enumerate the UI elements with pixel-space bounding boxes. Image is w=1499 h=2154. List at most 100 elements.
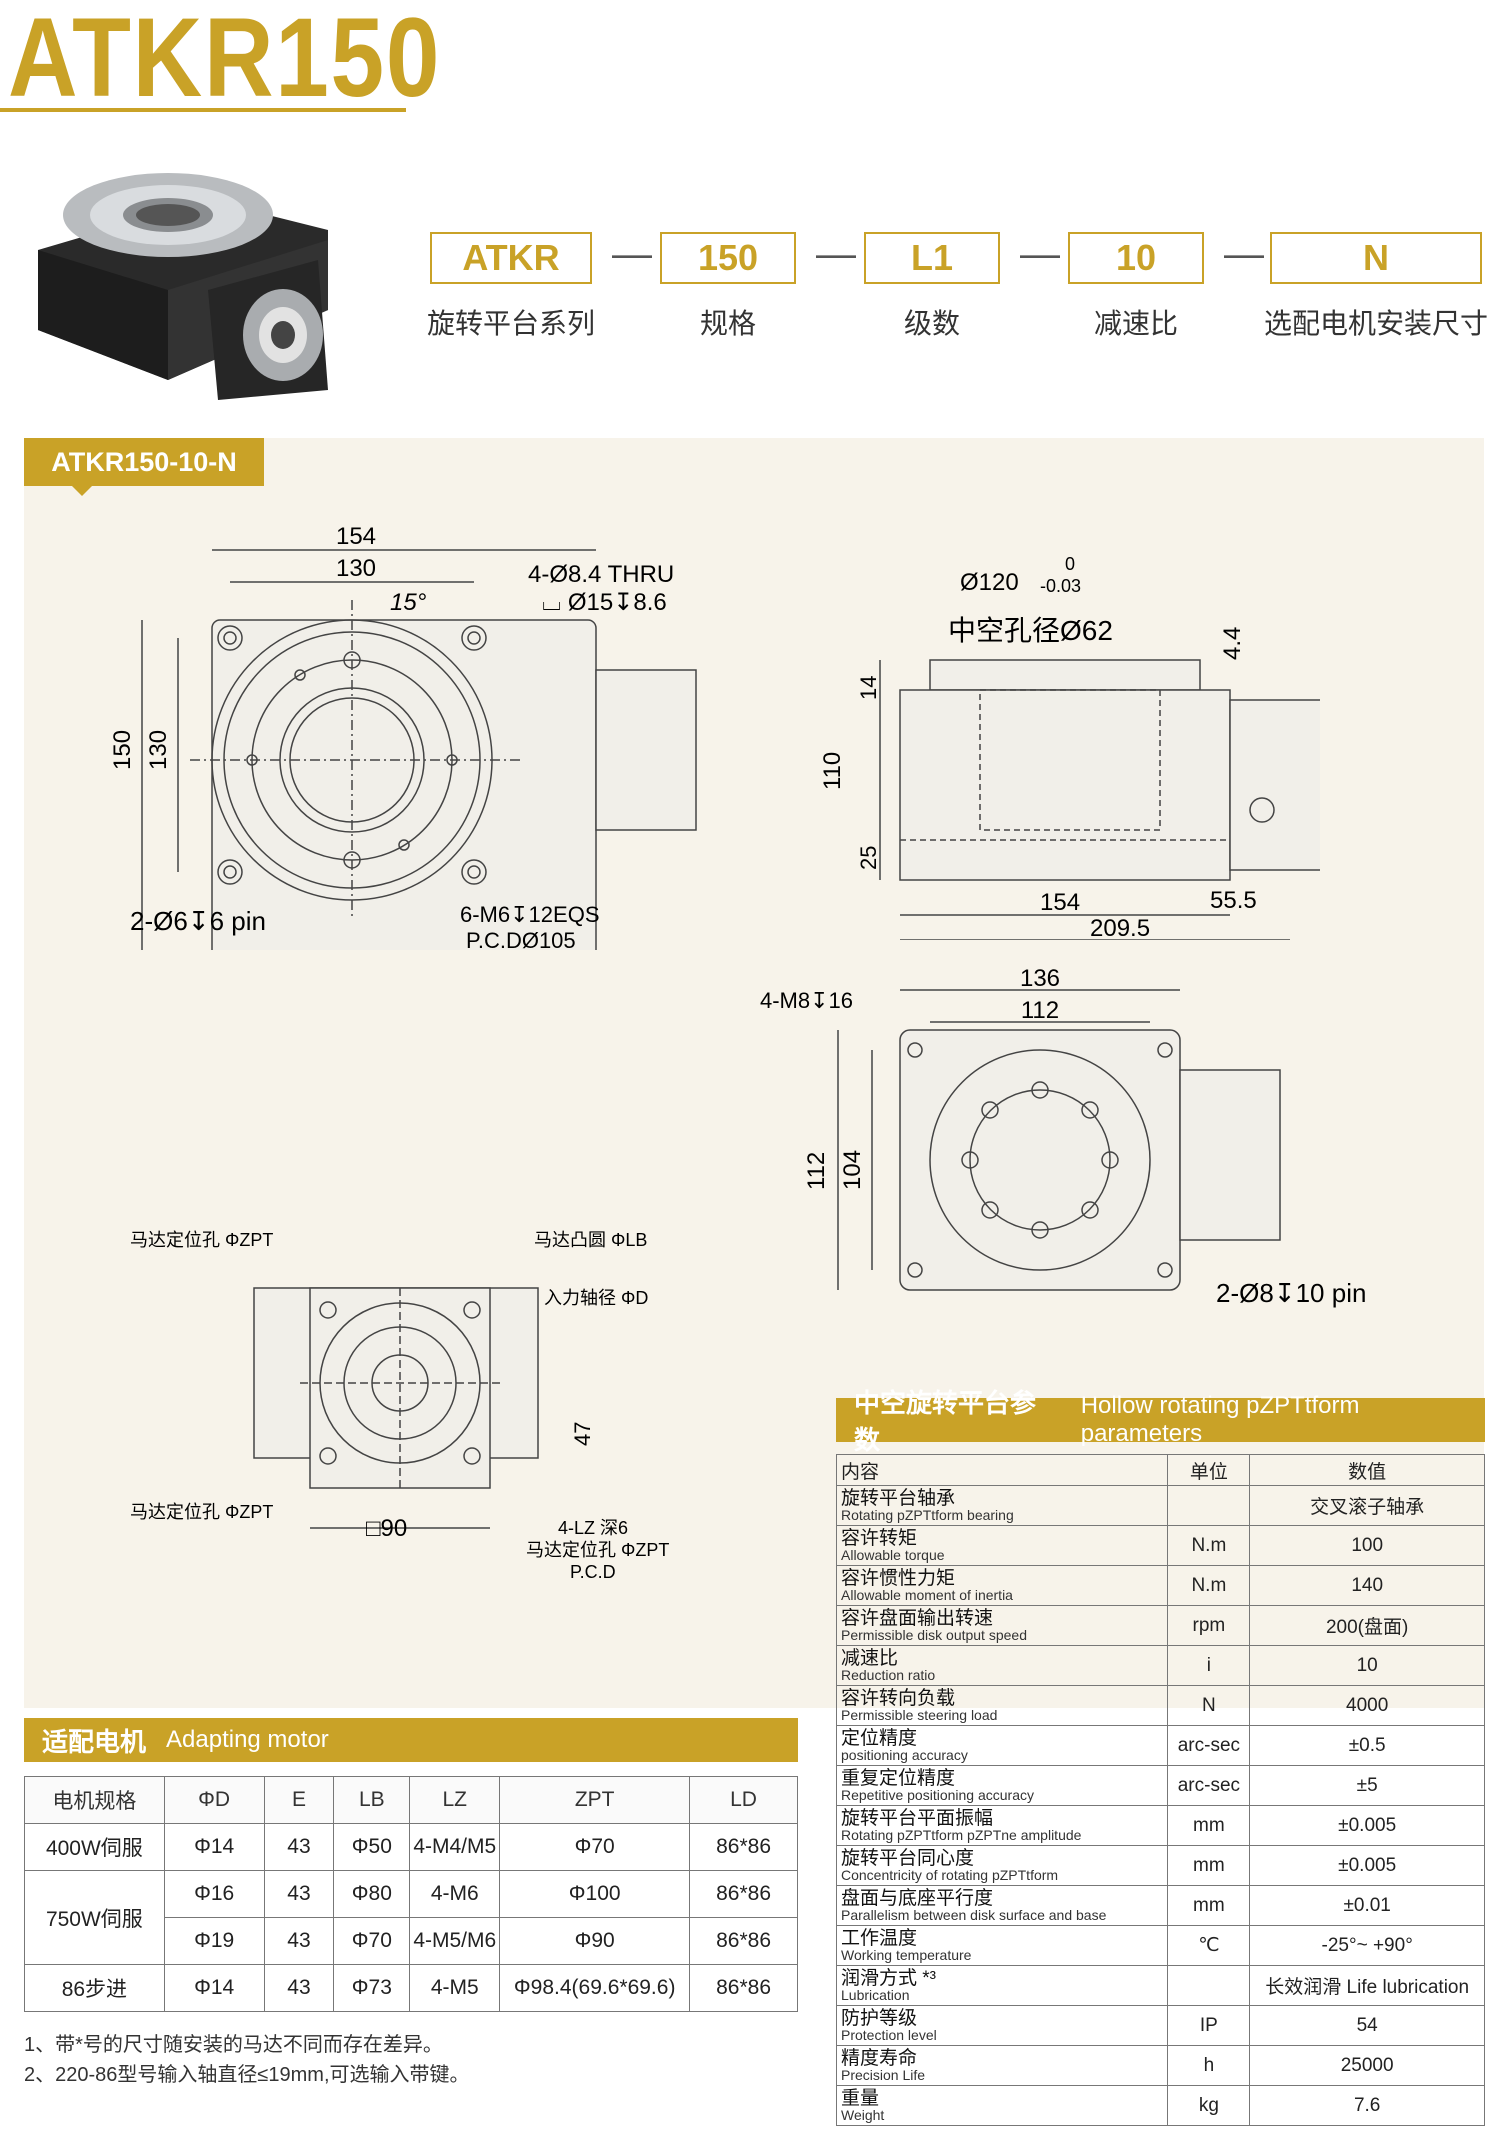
code-box-series: ATKR [430,232,592,284]
param-value: ±0.5 [1249,1725,1485,1766]
motor-cell: Φ14 [163,1823,265,1871]
dim-square-90: □90 [366,1515,407,1542]
motor-cell: 43 [263,1964,335,2012]
motor-header-lz: LZ [409,1776,501,1824]
motor-cell: Φ90 [499,1917,691,1965]
dim-130: 130 [336,555,376,582]
dim-154-side: 154 [1040,889,1080,916]
params-header-unit: 单位 [1167,1454,1251,1486]
motor-cell: 43 [263,1823,335,1871]
label-motor-locating-hole-bottom: 马达定位孔 ΦZPT [130,1502,273,1522]
motor-spec: 400W伺服 [24,1823,165,1871]
params-header-value: 数值 [1249,1454,1485,1486]
params-header-content: 内容 [835,1454,1169,1486]
code-label-motor: 选配电机安装尺寸 [1263,308,1488,339]
dim-104: 104 [839,1150,866,1190]
param-name-cn: 盘面与底座平行度 [841,1887,994,1909]
param-unit: N [1167,1685,1251,1726]
param-unit: i [1167,1645,1251,1686]
motor-cell: 4-M5 [409,1964,501,2012]
param-value: 100 [1249,1525,1485,1566]
motor-spec: 750W伺服 [24,1870,165,1965]
dim-130-vert: 130 [145,730,172,770]
param-unit: IP [1167,2005,1251,2046]
param-unit: ℃ [1167,1925,1251,1966]
param-name-cn: 旋转平台同心度 [841,1847,975,1869]
motor-cell: 86*86 [689,1917,798,1965]
param-unit [1167,1965,1251,2006]
param-value: 长效润滑 Life lubrication [1249,1965,1485,2006]
param-value: ±0.01 [1249,1885,1485,1926]
top-view-drawing: 154 130 15° 150 130 4-Ø8.4 THRU ⌴ Ø15↧8.… [109,523,697,950]
callout-pins: 2-Ø6↧6 pin [130,906,266,936]
param-name-cn: 减速比 [841,1647,899,1669]
label-motor-locating-hole-top: 马达定位孔 ΦZPT [130,1230,273,1250]
dim-112: 112 [1021,997,1059,1024]
param-unit: N.m [1167,1525,1251,1566]
callout-pin-8: 2-Ø8↧10 pin [1216,1278,1366,1308]
dim-150: 150 [109,730,136,770]
motor-cell: 86*86 [689,1870,798,1918]
motor-row: 86步进 Φ14 43 Φ73 4-M5 Φ98.4(69.6*69.6) 86… [24,1964,798,2012]
code-label-ratio: 减速比 [1093,308,1178,339]
footnote-1: 1、带*号的尺寸随安装的马达不同而存在差异。 [24,2034,443,2056]
code-box-motor: N [1270,232,1482,284]
param-name-cn: 容许惯性力矩 [841,1567,956,1589]
motor-section-header: 适配电机 Adapting motor [24,1718,798,1762]
params-title-cn: 中空旋转平台参数 [854,1388,1037,1455]
param-name-cn: 工作温度 [841,1927,918,1949]
motor-header-e: E [263,1776,335,1824]
param-name-en: Parallelism between disk surface and bas… [841,1906,1107,1923]
motor-cell: 43 [263,1917,335,1965]
param-name-en: Rotating pZPTtform bearing [841,1506,1014,1523]
motor-cell: 4-M5/M6 [409,1917,501,1965]
param-value: ±0.005 [1249,1805,1485,1846]
label-motor-locating-hole-zpt: 马达定位孔 ΦZPT [526,1540,669,1560]
side-view-drawing: Ø120 0 -0.03 中空孔径Ø62 4.4 14 110 25 154 5… [819,554,1320,940]
label-pcd: P.C.D [570,1562,616,1582]
dim-154: 154 [336,523,376,550]
motor-cell: Φ98.4(69.6*69.6) [499,1964,691,2012]
footnotes: 1、带*号的尺寸随安装的马达不同而存在差异。 2、220-86型号输入轴直径≤1… [24,2030,470,2090]
motor-header-d: ΦD [163,1776,265,1824]
code-label-size: 规格 [699,308,756,339]
footnote-2: 2、220-86型号输入轴直径≤19mm,可选输入带键。 [24,2064,470,2086]
motor-table: 电机规格 ΦD E LB LZ ZPT LD 400W伺服 Φ14 43 Φ50… [24,1776,798,2012]
code-separator: — [612,232,652,276]
param-value: 10 [1249,1645,1485,1686]
params-header-row: 内容 单位 数值 [835,1454,1485,1486]
motor-spec: 86步进 [24,1964,165,2012]
param-name-cn: 容许转向负载 [841,1687,956,1709]
param-name-en: Lubrication [841,1986,910,2003]
param-name-en: Reduction ratio [841,1666,936,1683]
dim-25: 25 [856,846,881,870]
model-tag-pointer [72,486,92,496]
motor-title-cn: 适配电机 [42,1726,147,1757]
param-name-en: Weight [841,2106,885,2123]
product-photo [38,173,328,400]
bottom-view-drawing: 136 112 112 104 4-M8↧16 2-Ø8↧10 pin [760,965,1366,1308]
motor-cell: Φ73 [333,1964,411,2012]
callout-m8: 4-M8↧16 [760,988,853,1013]
motor-row: 400W伺服 Φ14 43 Φ50 4-M4/M5 Φ70 86*86 [24,1823,798,1871]
params-title-en: Hollow rotating pZPTtform parameters [1080,1392,1360,1447]
callout-pcd: P.C.DØ105 [466,928,576,950]
code-separator: — [816,232,856,276]
param-name-en: Allowable moment of inertia [841,1586,1013,1603]
title-underline [0,108,406,112]
motor-cell: Φ19 [163,1917,265,1965]
code-label-stage: 级数 [903,308,960,339]
motor-header-spec: 电机规格 [24,1776,165,1824]
motor-cell: Φ80 [333,1870,411,1918]
param-unit: arc-sec [1167,1725,1251,1766]
param-value: 25000 [1249,2045,1485,2086]
